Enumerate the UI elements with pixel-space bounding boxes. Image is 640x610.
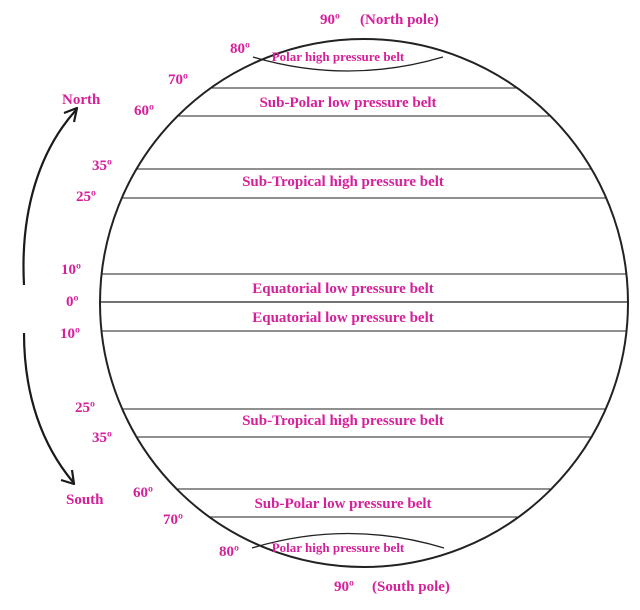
south-arrowhead-icon <box>60 469 76 486</box>
belt-label-south-polar-high: Polar high pressure belt <box>272 540 405 555</box>
north-direction-label: North <box>62 92 101 108</box>
globe-outline <box>99 38 629 568</box>
south-arrow-curve <box>22 332 74 483</box>
south-polar-cap-arc <box>251 532 445 549</box>
belt-label-south-equatorial-low: Equatorial low pressure belt <box>252 310 434 326</box>
north-arrowhead-icon <box>63 106 79 123</box>
lat-label-n80: 80º <box>230 41 250 57</box>
lat-label-s10: 10º <box>60 326 80 342</box>
north-polar-cap-arc <box>252 56 444 72</box>
direction-arrows: North South <box>22 92 104 508</box>
south-pole-name: (South pole) <box>372 579 450 595</box>
north-pole-degree: 90º <box>320 12 340 28</box>
pole-labels: 90º (North pole) 90º (South pole) <box>320 12 450 595</box>
belt-label-south-subtropical-high: Sub-Tropical high pressure belt <box>242 413 444 429</box>
belt-label-north-subpolar-low: Sub-Polar low pressure belt <box>259 95 436 111</box>
lat-label-s35: 35º <box>92 430 112 446</box>
latitude-lines <box>100 87 628 518</box>
lat-label-s80: 80º <box>219 544 239 560</box>
south-direction-label: South <box>66 492 104 508</box>
belt-label-north-subtropical-high: Sub-Tropical high pressure belt <box>242 174 444 190</box>
lat-label-s70: 70º <box>163 512 183 528</box>
lat-label-s60: 60º <box>133 485 153 501</box>
belt-labels: Polar high pressure belt Sub-Polar low p… <box>242 49 444 555</box>
belt-label-north-polar-high: Polar high pressure belt <box>272 49 405 64</box>
lat-label-n35: 35º <box>92 158 112 174</box>
lat-label-n60: 60º <box>134 103 154 119</box>
lat-label-n70: 70º <box>168 72 188 88</box>
belt-label-south-subpolar-low: Sub-Polar low pressure belt <box>254 496 431 512</box>
lat-label-n25: 25º <box>76 189 96 205</box>
north-pole-name: (North pole) <box>360 12 439 28</box>
north-arrow-curve <box>22 109 77 286</box>
lat-label-s25: 25º <box>75 400 95 416</box>
belt-label-north-equatorial-low: Equatorial low pressure belt <box>252 281 434 297</box>
lat-label-equator: 0º <box>66 294 79 310</box>
latitude-degree-labels: 80º 70º 60º 35º 25º 10º 0º 10º 25º 35º 6… <box>60 41 250 560</box>
lat-label-n10: 10º <box>61 262 81 278</box>
south-pole-degree: 90º <box>334 579 354 595</box>
